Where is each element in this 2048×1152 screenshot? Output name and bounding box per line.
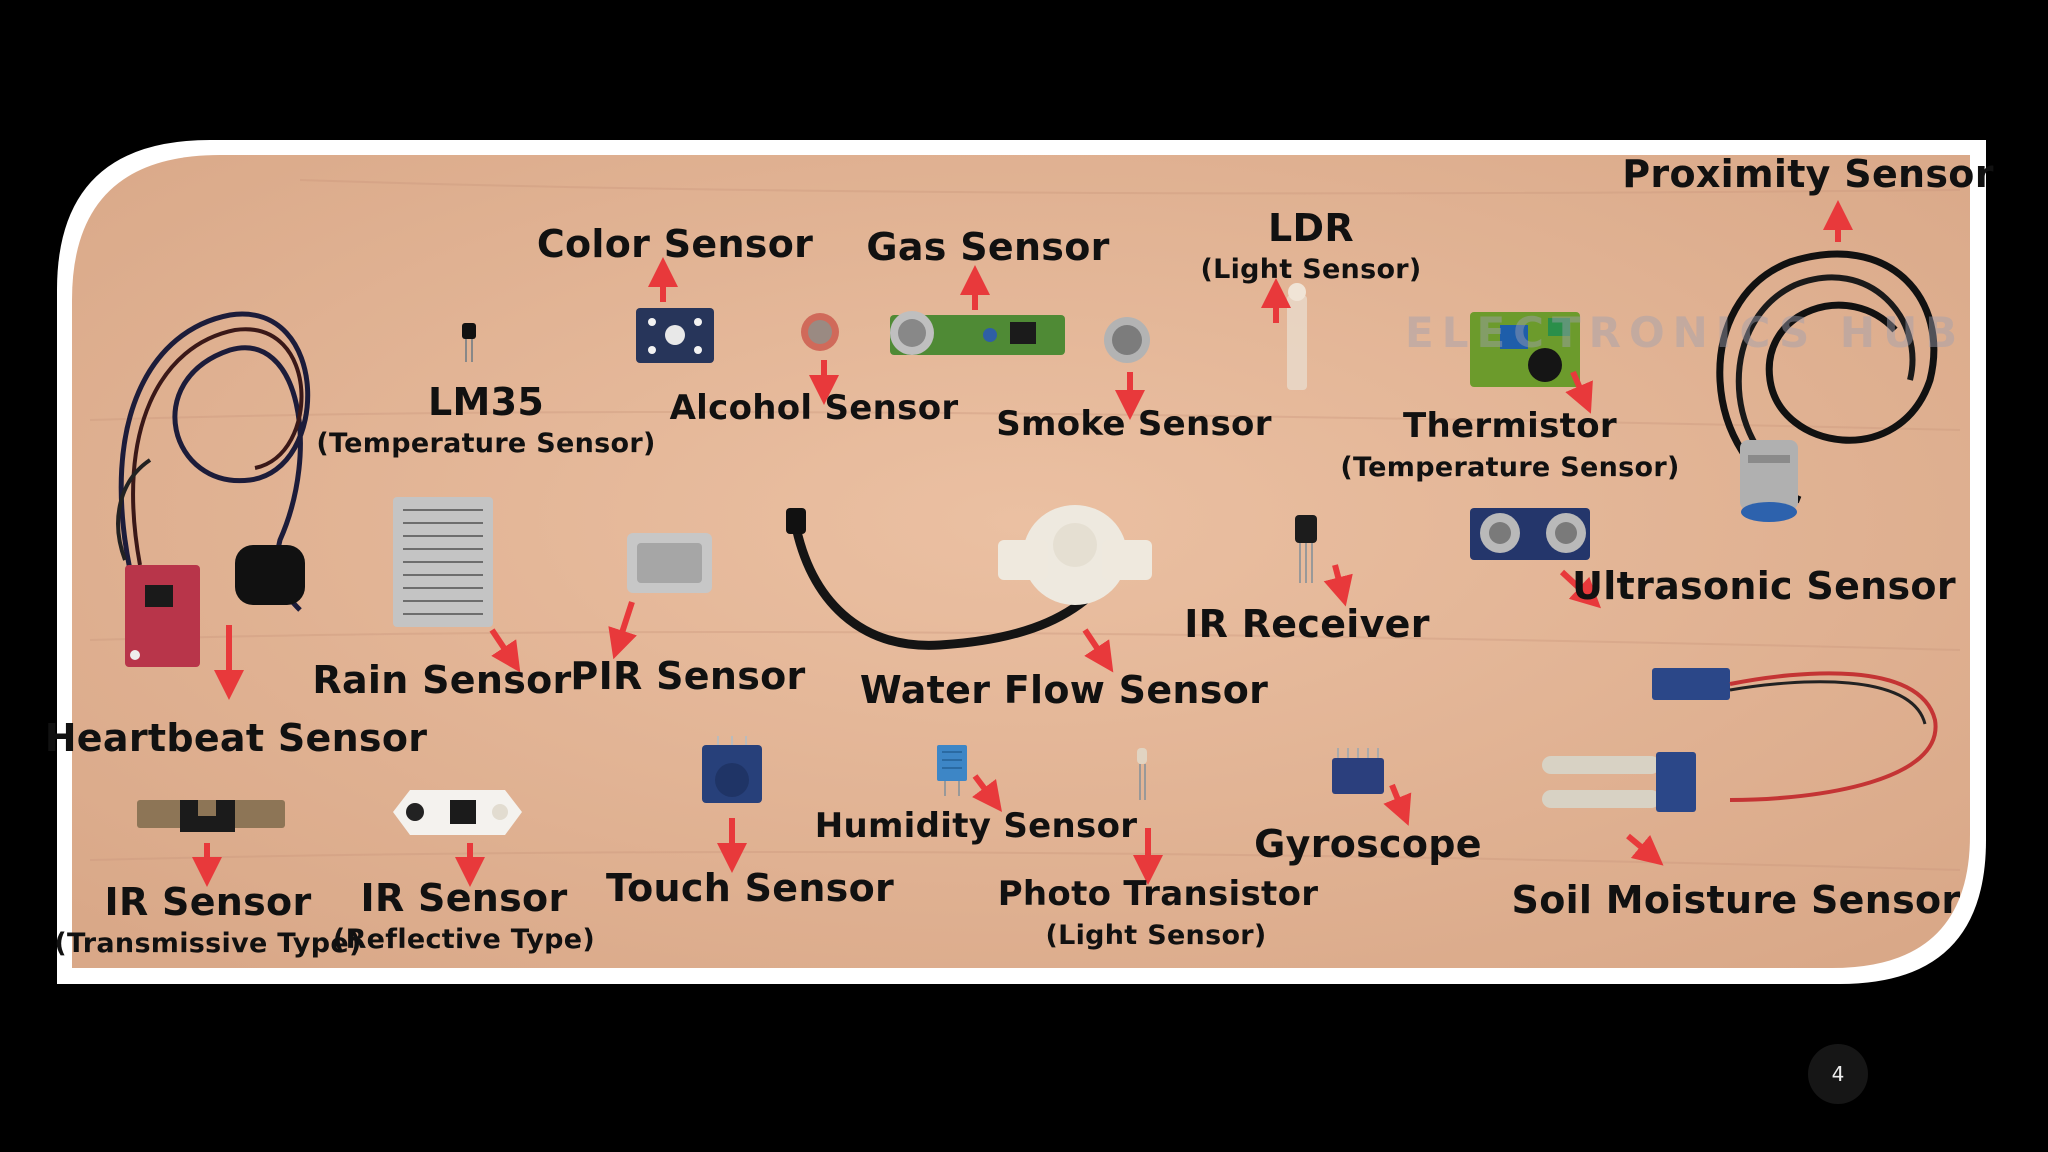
rain-sensor-device (393, 497, 493, 627)
thermistor-device (1470, 312, 1580, 387)
pir-sensor-device (627, 533, 712, 593)
arrow-ultrasonic (1559, 569, 1601, 609)
water-flow-sensor-device (786, 505, 1152, 650)
label-humidity-sensor: Humidity Sensor (814, 806, 1138, 846)
alcohol-sensor-device (801, 313, 839, 351)
smoke-sensor-device (1104, 317, 1150, 363)
photo-transistor-device (1137, 748, 1147, 800)
label-photo-transistor: Photo Transistor (997, 874, 1319, 914)
label-water-flow-sensor: Water Flow Sensor (859, 668, 1269, 712)
ir-reflective-device (393, 790, 522, 835)
label-ir-sensor-reflective-sub: (Reflective Type) (332, 924, 596, 955)
label-heartbeat-sensor: Heartbeat Sensor (44, 716, 428, 760)
label-ldr-sub: (Light Sensor) (1200, 254, 1422, 285)
label-smoke-sensor: Smoke Sensor (996, 404, 1272, 444)
label-color-sensor: Color Sensor (536, 222, 814, 266)
label-photo-transistor-sub: (Light Sensor) (1045, 920, 1267, 951)
label-thermistor-sub: (Temperature Sensor) (1340, 452, 1680, 483)
label-thermistor: Thermistor (1403, 406, 1617, 446)
arrow-soil (1626, 833, 1664, 866)
heartbeat-sensor-device (116, 311, 311, 667)
label-soil-moisture-sensor: Soil Moisture Sensor (1511, 878, 1961, 922)
proximity-sensor-device (1716, 250, 1938, 522)
label-ir-sensor-transmissive: IR Sensor (104, 880, 312, 924)
label-ir-receiver: IR Receiver (1184, 602, 1430, 646)
watermark: ELECTRONICS HUB (1405, 308, 1966, 357)
label-lm35-sub: (Temperature Sensor) (316, 428, 656, 459)
arrow-rain (489, 628, 521, 673)
label-pir-sensor: PIR Sensor (570, 654, 806, 698)
gyroscope-device (1332, 748, 1384, 794)
gas-sensor-device (890, 311, 1065, 355)
ultrasonic-sensor-device (1470, 508, 1590, 560)
label-proximity-sensor: Proximity Sensor (1622, 152, 1994, 196)
slide-page-number: 4 (1808, 1044, 1868, 1104)
label-gas-sensor: Gas Sensor (866, 225, 1110, 269)
humidity-sensor-device (937, 745, 967, 796)
arrow-water-flow (1082, 628, 1114, 673)
label-ultrasonic-sensor: Ultrasonic Sensor (1572, 564, 1956, 608)
color-sensor-device (636, 308, 714, 363)
arrow-humidity (972, 774, 1002, 812)
label-gyroscope: Gyroscope (1254, 822, 1482, 866)
label-ir-sensor-transmissive-sub: (Transmissive Type) (54, 928, 362, 959)
label-lm35: LM35 (427, 380, 545, 424)
touch-sensor-device (702, 736, 762, 803)
label-alcohol-sensor: Alcohol Sensor (669, 388, 959, 428)
label-ldr: LDR (1268, 206, 1354, 250)
lm35-device (462, 323, 476, 362)
arrow-pir (608, 601, 637, 660)
arrow-ir-receiver (1323, 564, 1353, 607)
label-rain-sensor: Rain Sensor (312, 658, 572, 702)
soil-moisture-sensor-device (1542, 668, 1938, 812)
ldr-device (1287, 283, 1307, 390)
arrow-gyroscope (1383, 783, 1412, 826)
label-touch-sensor: Touch Sensor (605, 866, 895, 910)
label-ir-sensor-reflective: IR Sensor (360, 876, 568, 920)
arrow-thermistor (1565, 370, 1593, 414)
ir-transmissive-device (137, 800, 285, 832)
ir-receiver-device (1295, 515, 1317, 583)
